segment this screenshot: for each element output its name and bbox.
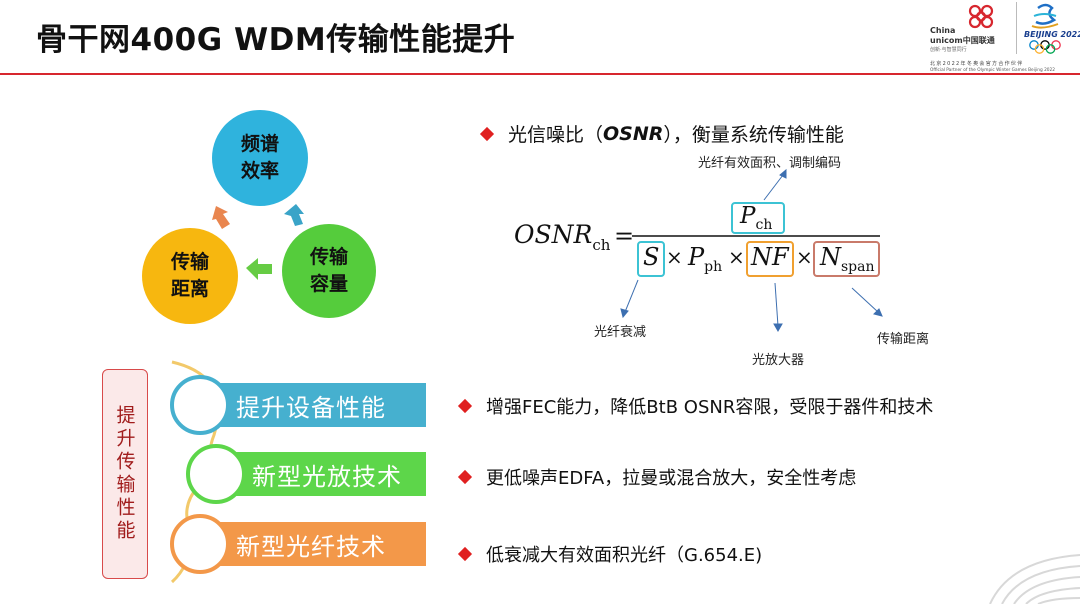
bullet-diamond-icon bbox=[457, 546, 473, 562]
decorative-swirl bbox=[989, 554, 1080, 604]
bullet-edfa: 更低噪声EDFA，拉曼或混合放大，安全性考虑 bbox=[457, 464, 857, 490]
osnr-heading-post: ），衡量系统传输性能 bbox=[663, 124, 844, 146]
bullet-diamond-icon bbox=[457, 469, 473, 485]
formula-times-2: × bbox=[728, 245, 745, 269]
formula-nf: NF bbox=[751, 243, 789, 271]
bar-device-performance: 提升设备性能 bbox=[204, 383, 426, 427]
unicom-logo-text-en: China bbox=[930, 26, 956, 35]
formula-lhs-sub: ch bbox=[592, 236, 611, 254]
formula-s: S bbox=[643, 243, 660, 271]
formula-pph: Pph bbox=[688, 243, 722, 275]
unicom-logo-text-cn: unicom中国联通 bbox=[930, 36, 995, 45]
bullet-diamond-icon bbox=[479, 126, 495, 141]
label-fiber-loss: 光纤衰减 bbox=[594, 325, 647, 340]
formula-num-sub: ch bbox=[755, 217, 773, 233]
box-s bbox=[637, 241, 665, 277]
label-distance: 传输距离 bbox=[877, 332, 930, 347]
box-pch bbox=[731, 202, 785, 234]
osnr-heading-pre: 光信噪比（ bbox=[508, 124, 604, 146]
formula-times-3: × bbox=[796, 245, 813, 269]
cycle-node-capacity: 传输 容量 bbox=[282, 224, 376, 318]
cycle-node-label: 频谱 效率 bbox=[240, 133, 279, 182]
bar-label: 提升设备性能 bbox=[236, 393, 386, 422]
logo-area: China unicom中国联通 创新·与智慧同行 BEIJING 2022 北… bbox=[928, 0, 1080, 78]
formula-n-sub: span bbox=[841, 259, 875, 275]
logo-divider bbox=[1016, 2, 1017, 54]
annotation-arrow-fiber bbox=[620, 279, 639, 319]
olympic-rings-icon bbox=[1029, 40, 1061, 54]
annotation-arrow-top bbox=[763, 168, 787, 201]
osnr-heading-term: OSNR bbox=[603, 122, 664, 145]
bullet-fiber: 低衰减大有效面积光纤（G.654.E) bbox=[457, 541, 763, 567]
cycle-arrow-left-up bbox=[212, 206, 230, 229]
olympic-wordmark: BEIJING 2022 bbox=[1024, 30, 1080, 39]
bullet-diamond-icon bbox=[457, 398, 473, 414]
unicom-knot-icon bbox=[968, 4, 994, 29]
cycle-node-spectral-efficiency: 频谱 效率 bbox=[212, 110, 308, 206]
box-nspan bbox=[813, 241, 880, 277]
formula-num-main: P bbox=[740, 203, 756, 229]
bullet-text: 低衰减大有效面积光纤（G.654.E) bbox=[486, 545, 763, 566]
partner-en: Official Partner of the Olympic Winter G… bbox=[930, 68, 1055, 73]
bullet-text: 增强FEC能力，降低BtB OSNR容限，受限于器件和技术 bbox=[486, 397, 934, 418]
cycle-node-label: 传输 距离 bbox=[170, 251, 209, 300]
bar-fiber-tech: 新型光纤技术 bbox=[204, 522, 426, 566]
label-amplifier: 光放大器 bbox=[752, 353, 805, 368]
improve-vertical-label: 提升传输性能 bbox=[113, 405, 136, 543]
beijing-2022-emblem-icon bbox=[1031, 3, 1059, 29]
bullet-fec: 增强FEC能力，降低BtB OSNR容限，受限于器件和技术 bbox=[457, 393, 934, 419]
formula-pph-main: P bbox=[688, 243, 705, 271]
formula-nspan: Nspan bbox=[820, 243, 875, 275]
ring-marker-3 bbox=[170, 514, 230, 574]
box-nf bbox=[746, 241, 794, 277]
ring-marker-2 bbox=[186, 444, 246, 504]
ring-marker-1 bbox=[170, 375, 230, 435]
annotation-arrow-amp bbox=[773, 282, 783, 333]
bar-label: 新型光纤技术 bbox=[236, 532, 386, 561]
label-fiber-area: 光纤有效面积、调制编码 bbox=[698, 156, 842, 171]
osnr-heading: 光信噪比（ OSNR ），衡量系统传输性能 bbox=[479, 120, 844, 147]
formula-lhs-main: OSNR bbox=[514, 220, 593, 249]
bullet-text: 更低噪声EDFA，拉曼或混合放大，安全性考虑 bbox=[486, 468, 857, 489]
formula-pph-sub: ph bbox=[704, 259, 723, 275]
formula-lhs: OSNRch bbox=[514, 220, 610, 254]
formula-n-main: N bbox=[820, 243, 841, 271]
partner-cn: 北京2022年冬奥会官方合作伙伴 bbox=[930, 61, 1024, 67]
bar-label: 新型光放技术 bbox=[252, 462, 402, 491]
annotation-arrow-distance bbox=[851, 287, 883, 317]
formula-numerator: Pch bbox=[740, 203, 772, 233]
formula-times-1: × bbox=[666, 245, 683, 269]
improve-vertical-box: 提升传输性能 bbox=[102, 369, 148, 579]
header-divider bbox=[0, 73, 1080, 75]
cycle-node-distance: 传输 距离 bbox=[142, 228, 238, 324]
unicom-slogan: 创新·与智慧同行 bbox=[930, 47, 967, 53]
formula-equals: = bbox=[614, 222, 635, 250]
cycle-arrow-bottom bbox=[246, 258, 272, 280]
cycle-arrow-top-right bbox=[284, 204, 304, 226]
page-title: 骨干网400G WDM传输性能提升 bbox=[36, 22, 516, 58]
bar-amplifier-tech: 新型光放技术 bbox=[220, 452, 426, 496]
cycle-node-label: 传输 容量 bbox=[309, 246, 348, 295]
